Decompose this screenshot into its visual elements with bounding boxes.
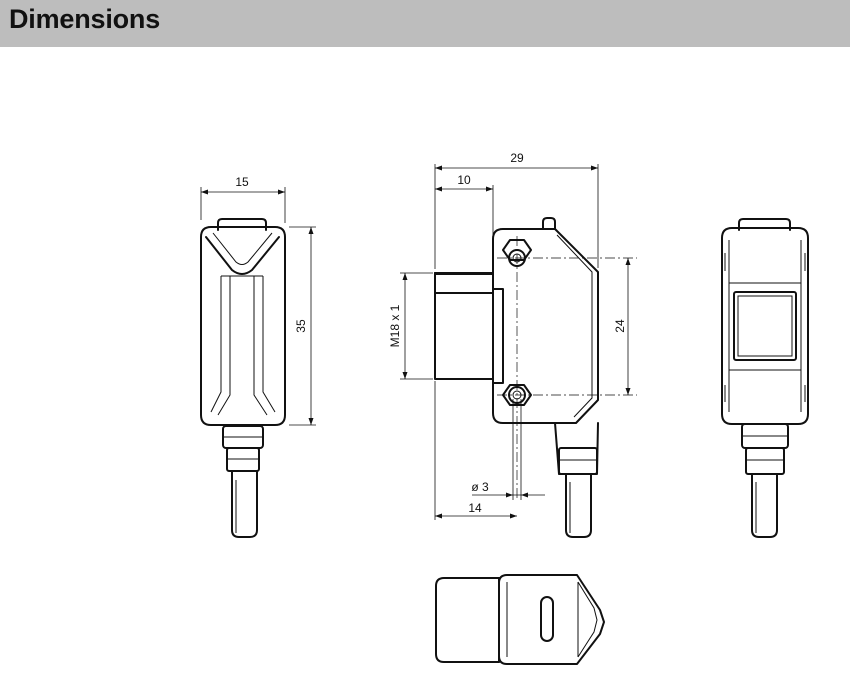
section-title: Dimensions bbox=[9, 4, 161, 34]
side-hole-spacing-label: 24 bbox=[613, 319, 627, 333]
front-view bbox=[200, 187, 316, 538]
side-thread-length-label: 10 bbox=[457, 173, 471, 187]
side-thread-label: M18 x 1 bbox=[388, 304, 402, 347]
back-view bbox=[721, 218, 809, 538]
top-view bbox=[435, 574, 605, 665]
side-view bbox=[400, 164, 637, 538]
side-hole-diameter-label: ø 3 bbox=[471, 480, 489, 494]
front-width-label: 15 bbox=[235, 175, 249, 189]
section-header: Dimensions bbox=[0, 0, 850, 47]
side-total-length-label: 29 bbox=[510, 151, 524, 165]
side-hole-offset-label: 14 bbox=[468, 501, 482, 515]
front-height-label: 35 bbox=[294, 319, 308, 333]
